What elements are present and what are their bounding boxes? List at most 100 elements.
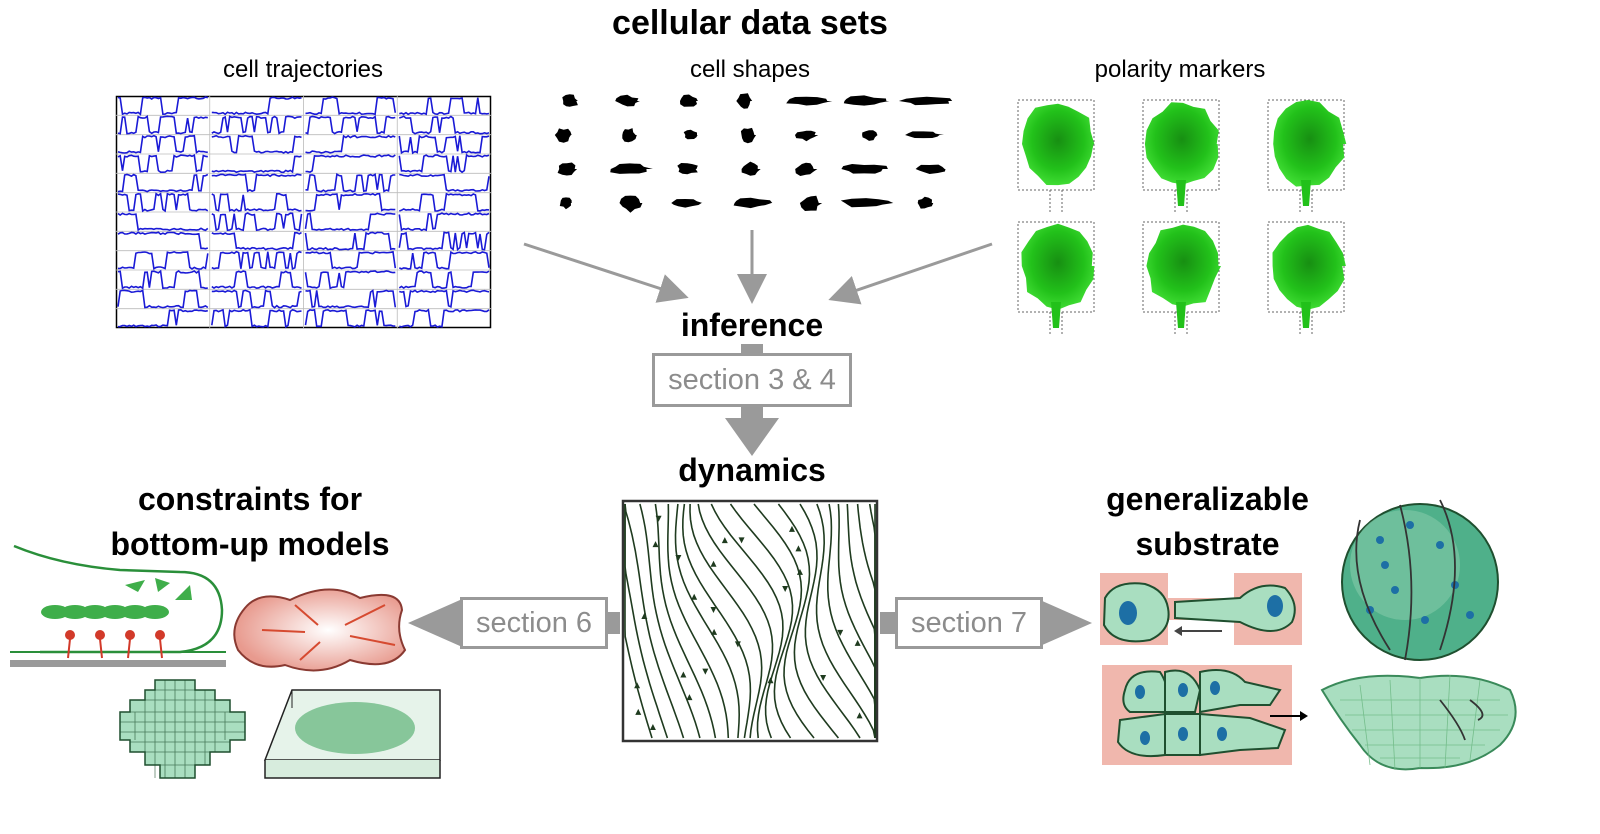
- trajectory-trace: [117, 231, 209, 250]
- cell-shape: [733, 197, 773, 209]
- polarity-cell: [1267, 221, 1346, 334]
- streamline: [624, 503, 685, 739]
- cell-shape: [619, 195, 643, 213]
- cell-shape: [799, 195, 823, 211]
- streamline: [753, 503, 815, 739]
- polarity-markers-label: polarity markers: [1094, 56, 1266, 83]
- cell-shape: [554, 128, 572, 143]
- trajectory-trace: [211, 192, 302, 212]
- trajectory-trace: [398, 134, 490, 155]
- trajectory-trace: [399, 173, 490, 193]
- stream-arrowhead: [782, 585, 789, 592]
- trajectory-trace: [117, 96, 209, 116]
- arrow-to-bottom-up: [408, 600, 460, 646]
- trajectory-trace: [305, 134, 396, 154]
- stream-arrowhead: [820, 675, 827, 682]
- cell-shape: [562, 94, 578, 107]
- stream-arrowhead: [655, 515, 662, 522]
- stream-arrowhead: [641, 612, 648, 619]
- polarity-cell: [1142, 99, 1220, 212]
- stream-arrowhead: [649, 724, 656, 731]
- trajectory-trace: [117, 192, 209, 213]
- cell-shape: [615, 94, 640, 107]
- cell-shape: [795, 162, 818, 176]
- stream-arrowhead: [738, 537, 745, 544]
- substrate-illustrations: [1100, 499, 1517, 771]
- bottom-up-illustrations: [10, 544, 441, 779]
- polarity-cell: [1142, 221, 1221, 334]
- stream-arrowhead: [788, 525, 795, 532]
- cell-shape: [843, 95, 890, 106]
- trajectory-trace: [117, 289, 209, 309]
- force-arrows: [261, 604, 396, 661]
- trajectory-trace: [399, 308, 490, 328]
- collective-cells-icon: [1102, 665, 1308, 765]
- streamlines: [624, 503, 876, 739]
- trajectory-trace: [399, 96, 490, 116]
- streamline: [815, 503, 876, 739]
- cell-shape: [915, 164, 946, 174]
- trajectory-trace: [305, 250, 397, 270]
- substrate-line: [10, 660, 226, 667]
- trajectory-trace: [211, 308, 302, 329]
- trajectory-trace: [117, 269, 208, 290]
- stream-arrowhead: [854, 639, 861, 646]
- cell-shape: [917, 196, 934, 209]
- cell-shape: [862, 130, 878, 141]
- trajectory-trace: [211, 231, 302, 251]
- tissue-sheet-icon: [1320, 674, 1517, 771]
- trajectory-trace: [399, 192, 490, 212]
- polarity-cell: [1267, 99, 1347, 212]
- trajectory-trace: [211, 96, 302, 116]
- stream-arrowhead: [686, 694, 693, 701]
- streamline: [624, 504, 669, 739]
- streamline: [729, 503, 794, 739]
- cell-shapes-label: cell shapes: [689, 56, 811, 83]
- arrow-polarity-to-inference: [828, 242, 993, 305]
- actin-filament-icon: [41, 578, 192, 619]
- pink-cell-icon: [233, 588, 407, 672]
- cell-shape: [741, 161, 761, 176]
- stream-arrowhead: [680, 671, 687, 678]
- cell-shape: [610, 163, 653, 174]
- trajectory-trace: [211, 155, 302, 174]
- constraints-title-line2: bottom-up models: [110, 526, 390, 562]
- stream-arrowhead: [675, 554, 682, 561]
- dynamics-label: dynamics: [678, 452, 826, 488]
- trajectory-trace: [211, 173, 302, 193]
- constraints-title-line1: constraints for: [137, 481, 363, 517]
- cell-shape: [680, 94, 698, 107]
- stream-arrowhead: [652, 541, 659, 548]
- stream-arrowhead: [734, 641, 741, 648]
- stream-arrowhead: [721, 537, 728, 544]
- cell-shape: [671, 199, 703, 208]
- cell-shape: [557, 162, 578, 176]
- cell-shape: [559, 197, 572, 210]
- section-6-box: section 6: [460, 597, 608, 649]
- streamline: [777, 503, 840, 739]
- inference-label: inference: [680, 307, 824, 343]
- section-3-4-box: section 3 & 4: [652, 353, 852, 407]
- trajectory-trace: [117, 308, 208, 328]
- stream-arrowhead: [711, 628, 718, 635]
- trajectory-trace: [399, 115, 490, 135]
- streamline: [799, 503, 861, 739]
- trajectory-trace: [398, 250, 490, 270]
- trajectory-trace: [211, 212, 303, 232]
- adhesion-icons: [65, 630, 165, 659]
- trajectory-trace: [211, 289, 302, 309]
- streamline: [674, 503, 741, 739]
- trajectory-trace: [305, 289, 397, 309]
- polarity-markers-panel: [1017, 99, 1347, 334]
- dynamics-streamplot: [621, 499, 879, 743]
- cell-shape: [840, 198, 894, 208]
- trajectory-trace: [117, 154, 208, 173]
- trajectory-trace: [211, 270, 302, 290]
- substrate-title-line1: generalizable: [1106, 481, 1309, 517]
- stream-arrowhead: [702, 668, 709, 675]
- trajectory-trace: [398, 153, 490, 174]
- stream-arrowhead: [795, 545, 802, 552]
- trajectory-trace: [117, 212, 209, 232]
- section-7-box: section 7: [895, 597, 1043, 649]
- arrow-to-substrate: [1040, 600, 1092, 646]
